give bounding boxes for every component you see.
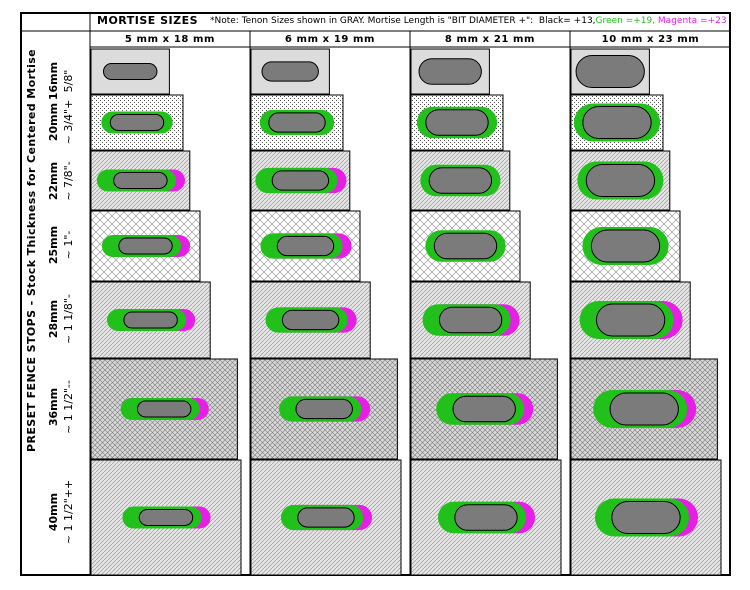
- note-prefix: *Note: Tenon Sizes shown in GRAY. Mortis…: [210, 16, 534, 26]
- tenon-shape: [113, 172, 168, 189]
- chart-title: MORTISE SIZES: [97, 14, 199, 27]
- note-green: Green =+19,: [595, 16, 656, 26]
- tenon-shape: [452, 395, 516, 423]
- note-magenta: Magenta =+23: [657, 16, 727, 26]
- tenon-shape: [611, 501, 681, 534]
- tenon-shape: [271, 170, 330, 191]
- tenon-shape: [295, 398, 353, 420]
- column-header-2: 6 mm x 19 mm: [284, 34, 376, 45]
- tenon-shape: [438, 306, 503, 334]
- tenon-shape: [261, 61, 319, 82]
- column-header-3: 8 mm x 21 mm: [444, 34, 536, 45]
- tenon-shape: [428, 167, 493, 194]
- tenon-shape: [425, 109, 489, 136]
- tenon-shape: [102, 63, 158, 80]
- note-black: Black= +13,: [538, 16, 596, 26]
- tenon-shape: [268, 112, 326, 133]
- tenon-shape: [418, 58, 482, 85]
- tenon-shape: [138, 509, 194, 526]
- tenon-shape: [582, 106, 652, 139]
- column-header-4: 10 mm x 23 mm: [601, 34, 700, 45]
- tenon-shape: [585, 164, 656, 197]
- tenon-shape: [575, 55, 645, 88]
- tenon-shape: [454, 504, 518, 531]
- grid-lines: [22, 12, 731, 576]
- tenon-shape: [276, 235, 335, 257]
- tenon-shape: [281, 309, 340, 331]
- tenon-shape: [595, 303, 666, 337]
- tenon-shape: [590, 229, 661, 263]
- tenon-shape: [297, 507, 355, 528]
- column-header-1: 5 mm x 18 mm: [124, 34, 216, 45]
- tenon-shape: [433, 232, 498, 260]
- tenon-shape: [609, 392, 679, 426]
- legend-note: *Note: Tenon Sizes shown in GRAY. Mortis…: [210, 16, 727, 26]
- title-row: MORTISE SIZES *Note: Tenon Sizes shown i…: [90, 12, 731, 31]
- tenon-shape: [118, 237, 173, 255]
- tenon-shape: [136, 400, 192, 418]
- tenon-shape: [109, 114, 165, 131]
- tenon-shape: [123, 311, 178, 329]
